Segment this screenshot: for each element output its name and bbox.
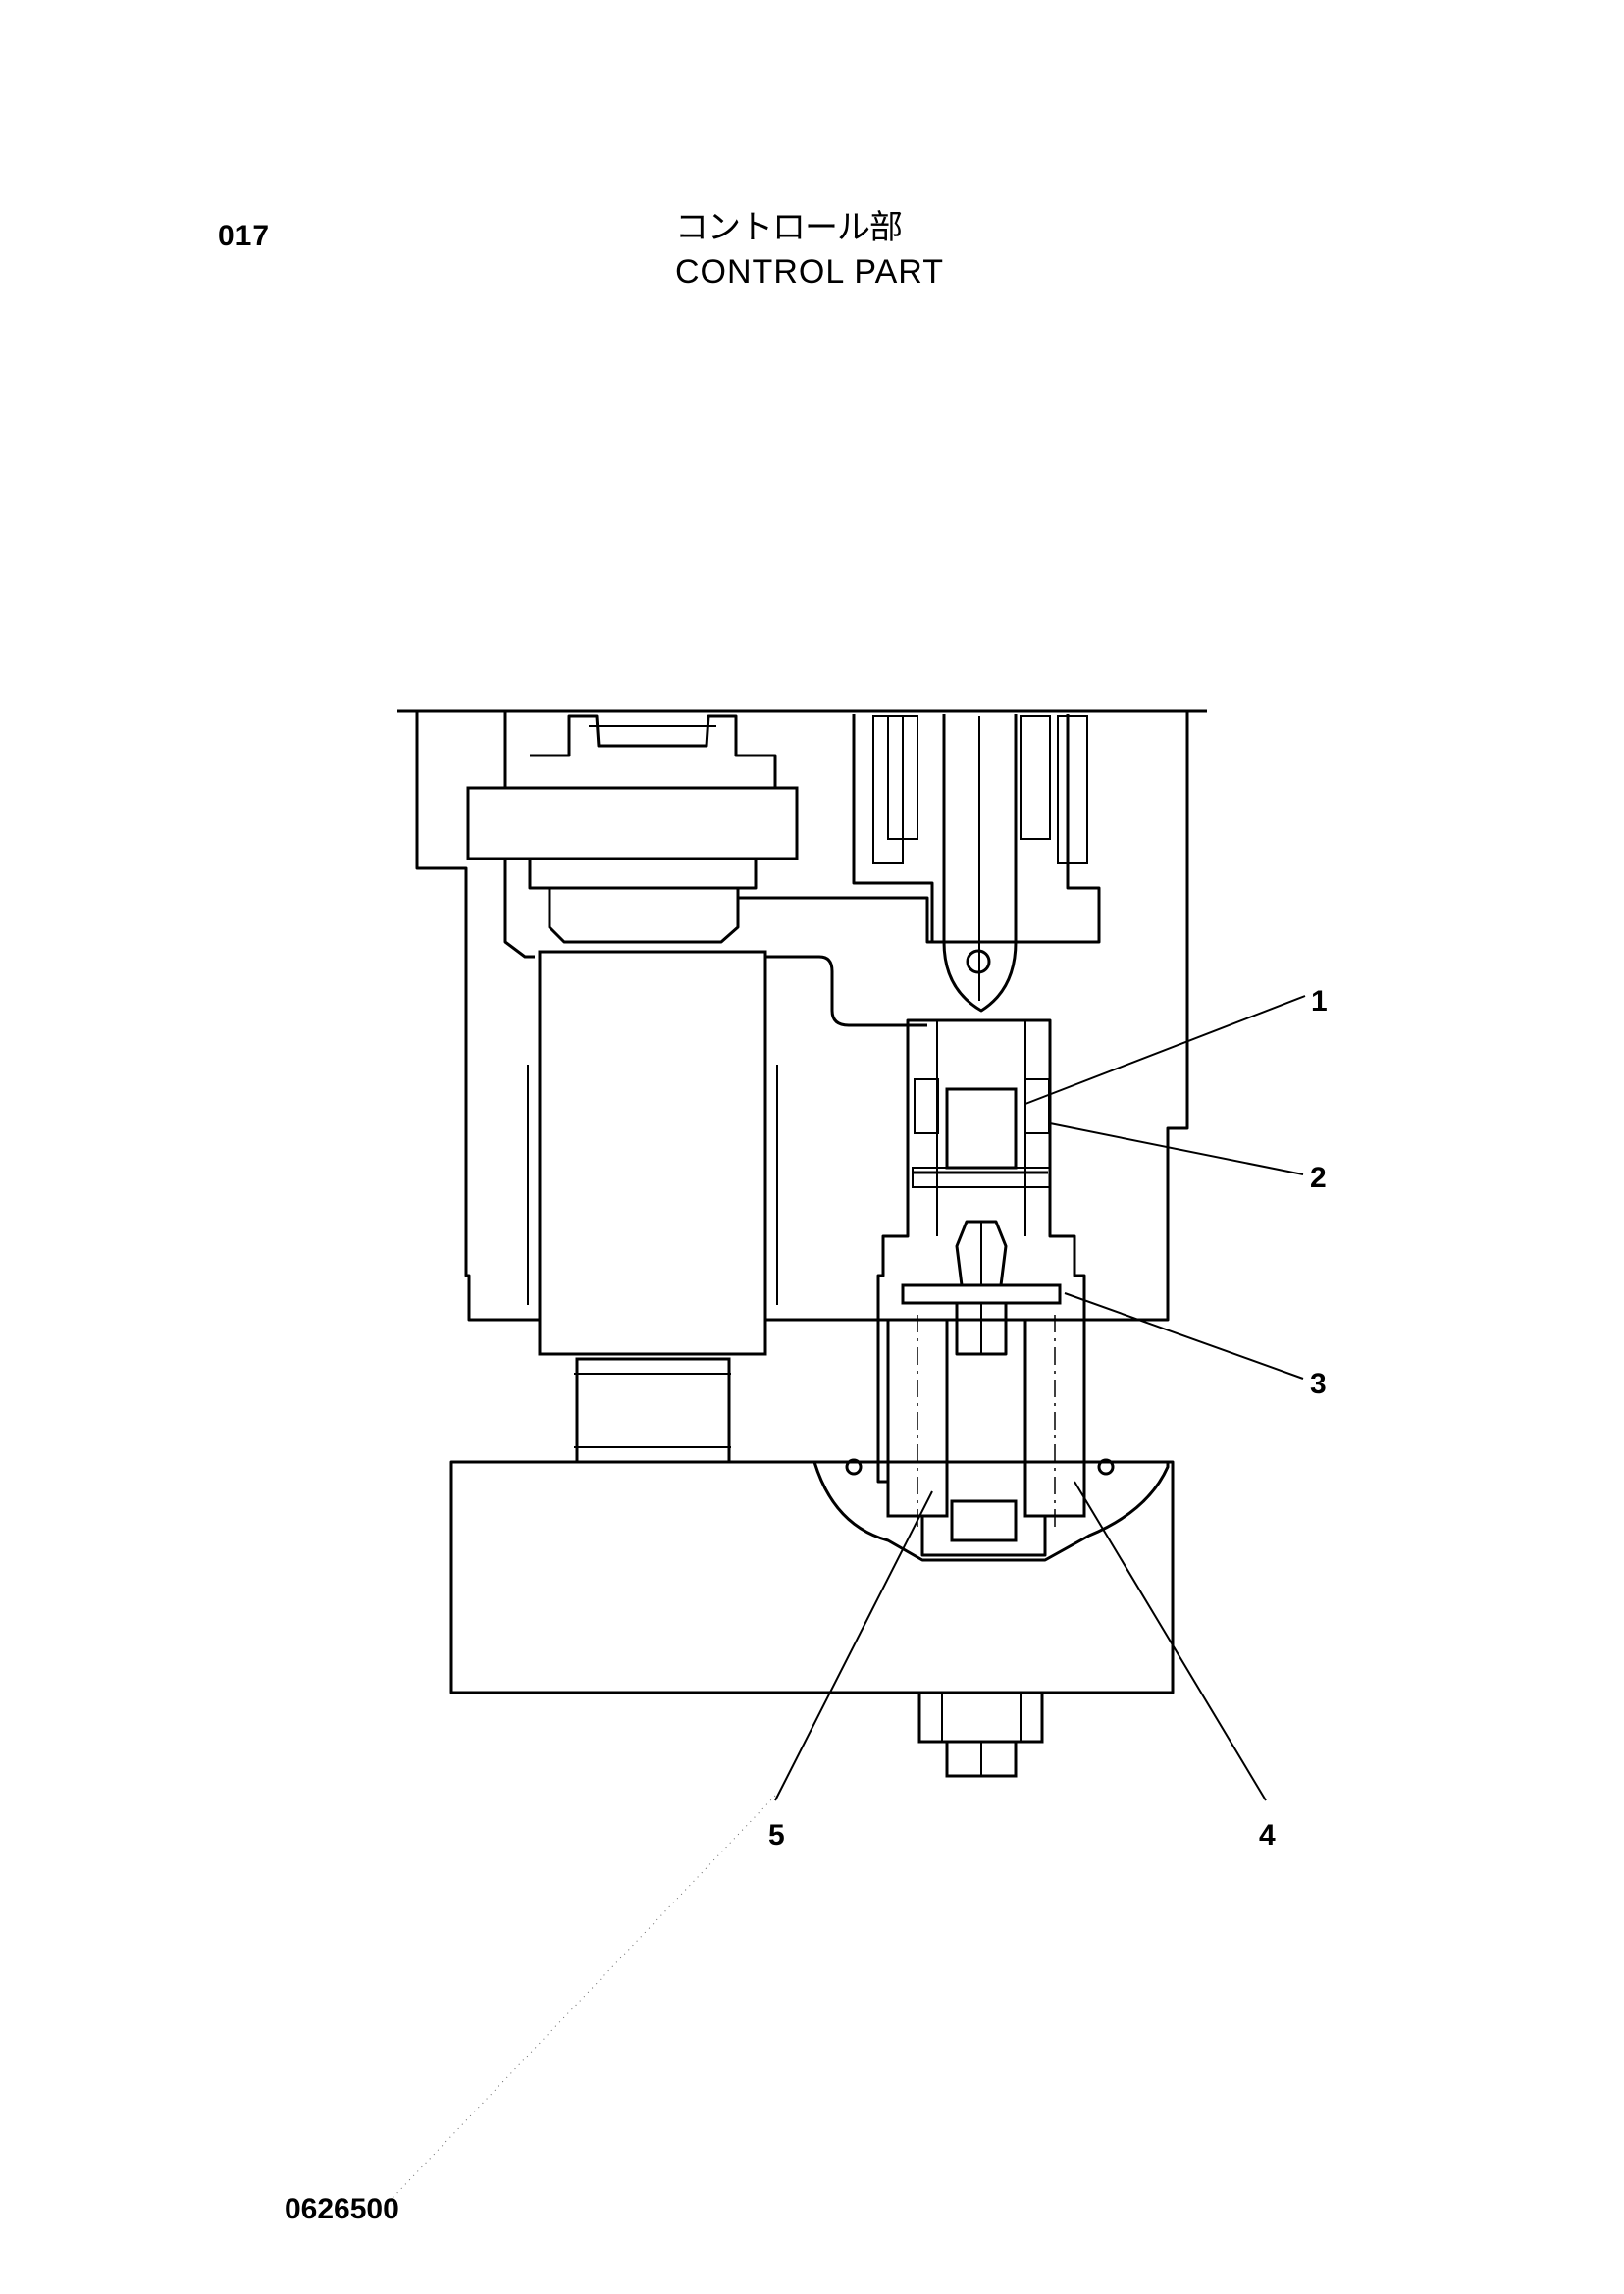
valve-column-outer bbox=[852, 714, 944, 944]
stud-right-outer bbox=[1057, 715, 1088, 864]
valve-seat bbox=[945, 1087, 1018, 1170]
page-number: 017 bbox=[218, 220, 271, 252]
valve-chamber bbox=[876, 1018, 1086, 1557]
bottom-nut bbox=[917, 1691, 1044, 1744]
solenoid-body bbox=[538, 950, 767, 1356]
scan-artifact-line bbox=[392, 1795, 776, 2199]
base-block bbox=[449, 1460, 1175, 1694]
valve-mid-ring bbox=[912, 1167, 1051, 1188]
leader-4 bbox=[1074, 1481, 1267, 1801]
lower-collar bbox=[528, 859, 758, 944]
upper-stem bbox=[530, 714, 777, 788]
solenoid-connector bbox=[575, 1357, 731, 1464]
callout-1: 1 bbox=[1311, 985, 1328, 1017]
right-arm bbox=[738, 714, 1101, 944]
leader-5 bbox=[774, 1490, 933, 1801]
leader-3 bbox=[1064, 1292, 1304, 1380]
drawing-number: 0626500 bbox=[285, 2193, 399, 2225]
callout-3: 3 bbox=[1310, 1368, 1327, 1400]
stud-left-inner bbox=[887, 715, 918, 840]
leader-2 bbox=[1049, 1122, 1304, 1175]
leader-1 bbox=[1024, 995, 1306, 1105]
stud-right-inner bbox=[1020, 715, 1051, 840]
title-english: CONTROL PART bbox=[675, 253, 944, 290]
callout-5: 5 bbox=[768, 1819, 785, 1851]
spool-pin bbox=[942, 714, 1018, 1013]
solenoid-housing-wall bbox=[765, 955, 927, 1027]
callout-2: 2 bbox=[1310, 1162, 1327, 1194]
poppet-seat-plate bbox=[901, 1283, 1062, 1305]
valve-seat-left-port bbox=[914, 1078, 939, 1134]
poppet-body bbox=[955, 1303, 1008, 1356]
callout-4: 4 bbox=[1259, 1819, 1276, 1851]
housing-outline bbox=[415, 711, 1189, 1322]
title-japanese: コントロール部 bbox=[675, 208, 903, 247]
title-block: コントロール部 CONTROL PART bbox=[675, 206, 944, 294]
plunger-tip bbox=[950, 1499, 1018, 1542]
upper-flange bbox=[466, 786, 799, 860]
valve-seat-right-port bbox=[1024, 1078, 1050, 1134]
